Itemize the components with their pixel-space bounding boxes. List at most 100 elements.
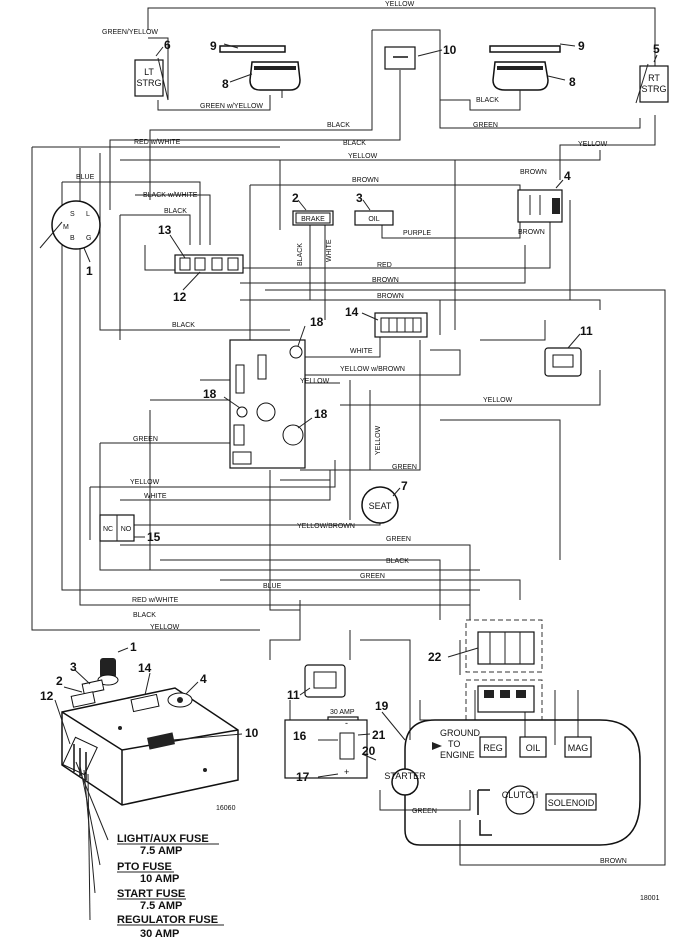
callout-number: 4	[564, 169, 571, 183]
callout-number: 16	[293, 729, 307, 743]
wire-label: BLACK	[133, 612, 156, 619]
seat-switch: SEAT	[361, 486, 399, 524]
key-g-terminal: G	[86, 235, 91, 242]
wire-label: BLACK w/WHITE	[143, 192, 198, 199]
callout-number: 12	[173, 290, 187, 304]
wire-label: YELLOW	[150, 624, 180, 631]
battery-plus-label: +	[344, 767, 349, 777]
rt-strg-label-2: STRG	[641, 84, 666, 94]
connector-22	[465, 619, 543, 721]
callout-number: 9	[210, 39, 217, 53]
oil-label: OIL	[526, 743, 541, 753]
connector-14	[374, 312, 428, 338]
wire-label: BROWN	[600, 858, 627, 865]
fuse-name: REGULATOR FUSE	[117, 914, 218, 926]
callout-number: 11	[580, 324, 593, 338]
nc-no-switch: NC NO	[99, 514, 135, 542]
wire-labels: YELLOW GREEN/YELLOW GREEN w/YELLOW BLACK…	[76, 1, 627, 865]
callout-number: 19	[375, 699, 389, 713]
headlight-right	[492, 61, 549, 98]
inset-figure-id: 16060	[216, 805, 236, 812]
callout-number: 10	[443, 43, 457, 57]
fuse-rating: 7.5 AMP	[140, 900, 182, 912]
wire-label: YELLOW	[578, 141, 608, 148]
callout-number: 18	[203, 387, 217, 401]
wire-label: GREEN	[386, 536, 411, 543]
wire-label: BROWN	[520, 169, 547, 176]
light-switch	[384, 46, 416, 70]
wire-label: RED w/WHITE	[132, 597, 179, 604]
no-label: NO	[121, 526, 132, 533]
callout-number: 7	[401, 479, 408, 493]
callout-number: 3	[356, 191, 363, 205]
wire-label: WHITE	[350, 348, 373, 355]
inset-callout: 4	[200, 672, 207, 686]
rt-steering-switch: RT STRG	[635, 63, 669, 104]
callouts: 9 9 8 8 10 6 5 1 2 3 4 13 12 14 18 18 18…	[83, 38, 660, 784]
wire-label: YELLOW	[375, 425, 382, 455]
starter-label: STARTER	[384, 771, 426, 781]
inset-callout: 10	[245, 726, 259, 740]
wire-network	[31, 7, 666, 866]
lt-steering-switch: LT STRG	[134, 57, 169, 101]
wire-label: RED	[377, 262, 392, 269]
callout-number: 1	[86, 264, 93, 278]
fuse-name: START FUSE	[117, 888, 185, 900]
key-m-terminal: M	[63, 224, 69, 231]
wire-label: BLACK	[476, 97, 499, 104]
inset-callout: 12	[40, 689, 54, 703]
callout-number: 2	[292, 191, 299, 205]
callout-number: 8	[569, 75, 576, 89]
wire-label: BLACK	[172, 322, 195, 329]
callout-number: 18	[314, 407, 328, 421]
key-b-terminal: B	[70, 235, 75, 242]
wire-label: GREEN	[133, 436, 158, 443]
ground-label-2: TO	[448, 739, 460, 749]
fuse-rating: 30 AMP	[140, 928, 179, 940]
callout-number: 15	[147, 530, 161, 544]
headlight-left	[249, 61, 301, 98]
wire-label: YELLOW	[483, 397, 513, 404]
battery: - +	[284, 718, 368, 779]
inset-callout: 14	[138, 661, 152, 675]
wire-label: YELLOW	[130, 479, 160, 486]
callout-number: 21	[372, 728, 386, 742]
battery-minus-label: -	[345, 718, 348, 728]
wire-label: WHITE	[326, 239, 333, 262]
wire-label: YELLOW w/BROWN	[340, 366, 405, 373]
callout-number: 17	[296, 770, 310, 784]
wire-label: BLACK	[386, 558, 409, 565]
figure-id: 18001	[640, 895, 660, 902]
lt-strg-label-1: LT	[144, 67, 154, 77]
callout-number: 13	[158, 223, 172, 237]
wire-label: YELLOW	[348, 153, 378, 160]
wire-label: WHITE	[144, 493, 167, 500]
clutch-label: CLUTCH	[502, 790, 539, 800]
callout-number: 11	[287, 688, 300, 702]
wire-label: BLACK	[327, 122, 350, 129]
callout-number: 9	[578, 39, 585, 53]
inset-callout: 3	[70, 660, 77, 674]
fuse-block	[174, 254, 244, 274]
wire-label: GREEN w/YELLOW	[200, 103, 263, 110]
key-switch: S L M B G	[39, 200, 101, 250]
headlight-lens-right	[489, 45, 561, 53]
circuit-board	[229, 339, 306, 469]
wire-label: BROWN	[377, 293, 404, 300]
rt-strg-label-1: RT	[648, 73, 660, 83]
headlight-lens-left	[219, 45, 286, 53]
seat-label: SEAT	[369, 501, 392, 511]
wire-label: GREEN/YELLOW	[102, 29, 158, 36]
fuse-legend: LIGHT/AUX FUSE 7.5 AMP PTO FUSE 10 AMP S…	[117, 833, 224, 940]
reg-label: REG	[483, 743, 503, 753]
fuse-30-amp-label: 30 AMP	[330, 709, 355, 716]
callout-number: 20	[362, 744, 376, 758]
callout-number: 22	[428, 650, 442, 664]
inset-callout: 2	[56, 674, 63, 688]
brake-switch: BRAKE	[292, 210, 334, 226]
callout-number: 8	[222, 77, 229, 91]
wire-label: YELLOW	[300, 378, 330, 385]
wire-label: BLACK	[164, 208, 187, 215]
ground-label-1: GROUND	[440, 728, 480, 738]
